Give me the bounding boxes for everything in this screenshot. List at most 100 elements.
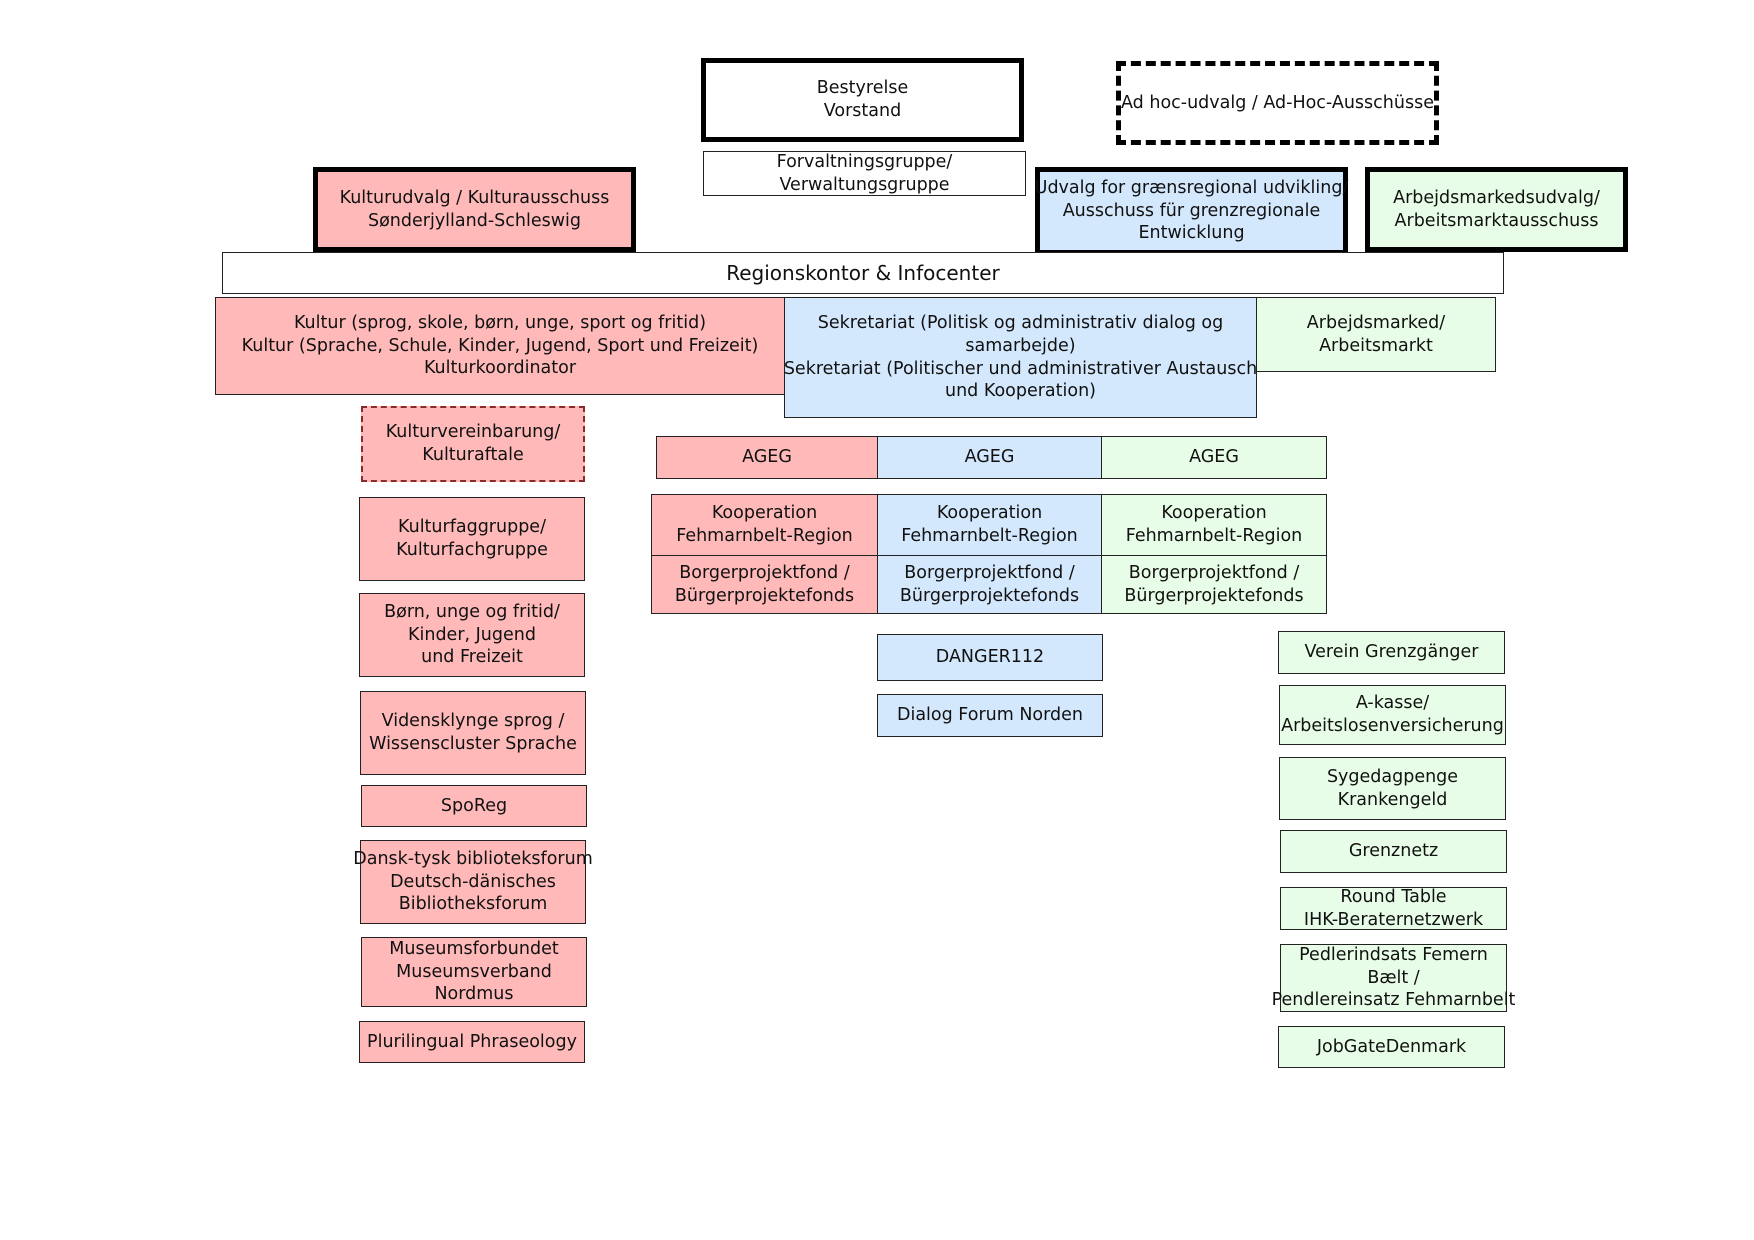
board-label-de: Vorstand <box>823 101 902 121</box>
development-committee-label-1: Udvalg for grænsregional udvikling/ <box>1034 177 1349 198</box>
culture-item-label: Vidensklynge sprog / <box>381 711 565 732</box>
culture-item-box: Dansk-tysk biblioteksforum Deutsch-dänis… <box>353 840 593 924</box>
culture-department-label-3: Kulturkoordinator <box>423 358 577 379</box>
labour-item-label: Grenznetz <box>1348 841 1439 862</box>
culture-item-label: Kulturfaggruppe/ <box>398 517 546 538</box>
culture-item-label: und Freizeit <box>421 647 523 668</box>
culture-item-label: Kulturfachgruppe <box>396 540 548 560</box>
labour-committee-box: Arbejdsmarkedsudvalg/ Arbeitsmarktaussch… <box>1365 167 1628 252</box>
kooperation-labour-box: Kooperation Fehmarnbelt-Region <box>1101 494 1327 556</box>
admin-group-label-da: Forvaltningsgruppe/ <box>776 151 953 172</box>
development-committee-label-3: Entwicklung <box>1138 223 1245 244</box>
secretariat-department-box: Sekretariat (Politisk og administrativ d… <box>784 297 1257 418</box>
labour-department-box: Arbejdsmarked/ Arbeitsmarkt <box>1256 297 1496 372</box>
development-committee-box: Udvalg for grænsregional udvikling/ Auss… <box>1035 167 1348 255</box>
culture-department-label-1: Kultur (sprog, skole, børn, unge, sport … <box>293 312 707 333</box>
ageg-label: AGEG <box>1189 447 1239 468</box>
adhoc-committees-box: Ad hoc-udvalg / Ad-Hoc-Ausschüsse <box>1116 61 1439 145</box>
labour-item-label: IHK-Beraternetzwerk <box>1303 909 1484 930</box>
admin-group-label-de: Verwaltungsgruppe <box>779 174 950 195</box>
culture-item-label: Museumsforbundet <box>389 938 559 959</box>
labour-item-box: Grenznetz <box>1280 830 1507 873</box>
labour-item-label: Round Table <box>1340 886 1447 907</box>
projektfond-secretariat-box: Borgerprojektfond / Bürgerprojektefonds <box>877 555 1102 614</box>
culture-committee-label-1: Kulturudvalg / Kulturausschuss <box>339 187 610 208</box>
kooperation-label-2: Fehmarnbelt-Region <box>901 526 1078 546</box>
kooperation-label-1: Kooperation <box>936 503 1043 524</box>
labour-item-label: Pendlereinsatz Fehmarnbelt <box>1271 990 1516 1011</box>
labour-item-label: Pedlerindsats Femern <box>1299 944 1488 965</box>
board-box: Bestyrelse Vorstand <box>701 58 1024 142</box>
ageg-culture-box: AGEG <box>656 436 878 479</box>
secretariat-item-box: DANGER112 <box>877 634 1103 681</box>
regional-office-box: Regionskontor & Infocenter <box>222 252 1504 294</box>
ageg-label: AGEG <box>742 447 792 468</box>
culture-item-label: Dansk-tysk biblioteksforum <box>353 848 593 869</box>
culture-item-box: Kulturvereinbarung/ Kulturaftale <box>361 406 585 482</box>
board-label-da: Bestyrelse <box>816 78 909 99</box>
secretariat-item-label: DANGER112 <box>935 647 1045 668</box>
kooperation-label-2: Fehmarnbelt-Region <box>1125 526 1303 546</box>
culture-item-box: Museumsforbundet Museumsverband Nordmus <box>361 937 587 1007</box>
culture-department-label-2: Kultur (Sprache, Schule, Kinder, Jugend,… <box>241 335 759 356</box>
labour-item-box: Sygedagpenge Krankengeld <box>1279 757 1506 820</box>
labour-item-box: A-kasse/ Arbeitslosenversicherung <box>1279 685 1506 745</box>
projektfond-culture-box: Borgerprojektfond / Bürgerprojektefonds <box>651 555 878 614</box>
secretariat-department-label-4: und Kooperation) <box>944 381 1096 402</box>
kooperation-culture-box: Kooperation Fehmarnbelt-Region <box>651 494 878 556</box>
projektfond-label-2: Bürgerprojektefonds <box>899 585 1080 606</box>
culture-item-label: Kulturvereinbarung/ <box>385 422 561 443</box>
labour-item-box: Round Table IHK-Beraternetzwerk <box>1280 887 1507 930</box>
labour-committee-label-1: Arbejdsmarkedsudvalg/ <box>1393 187 1600 208</box>
culture-item-label: Museumsverband <box>396 961 552 982</box>
secretariat-department-label-3: Sekretariat (Politischer und administrat… <box>783 358 1258 379</box>
labour-item-label: Krankengeld <box>1337 789 1448 810</box>
culture-item-box: Kulturfaggruppe/ Kulturfachgruppe <box>359 497 585 581</box>
secretariat-item-label: Dialog Forum Norden <box>897 705 1083 726</box>
kooperation-label-1: Kooperation <box>1161 503 1267 524</box>
culture-committee-label-2: Sønderjylland-Schleswig <box>367 210 581 231</box>
labour-committee-label-2: Arbeitsmarktausschuss <box>1394 210 1599 231</box>
culture-item-label: Kulturaftale <box>422 445 524 465</box>
labour-department-label-1: Arbejdsmarked/ <box>1306 312 1446 333</box>
culture-item-box: SpoReg <box>361 785 587 827</box>
labour-item-label: Verein Grenzgänger <box>1304 642 1479 663</box>
projektfond-label-2: Bürgerprojektefonds <box>674 585 855 606</box>
culture-item-label: Nordmus <box>434 984 514 1005</box>
labour-item-label: Arbeitslosenversicherung <box>1281 716 1504 736</box>
culture-item-label: Kinder, Jugend <box>408 624 536 645</box>
labour-item-label: A-kasse/ <box>1355 693 1430 714</box>
secretariat-department-label-1: Sekretariat (Politisk og administrativ d… <box>817 313 1224 333</box>
culture-item-label: Wissenscluster Sprache <box>369 734 577 754</box>
adhoc-label: Ad hoc-udvalg / Ad-Hoc-Ausschüsse <box>1121 92 1434 113</box>
projektfond-labour-box: Borgerprojektfond / Bürgerprojektefonds <box>1101 555 1327 614</box>
culture-department-box: Kultur (sprog, skole, børn, unge, sport … <box>215 297 785 395</box>
culture-item-label: Deutsch-dänisches <box>390 871 556 892</box>
culture-item-box: Plurilingual Phraseology <box>359 1021 585 1063</box>
culture-item-label: SpoReg <box>440 795 508 816</box>
labour-item-box: JobGateDenmark <box>1278 1026 1505 1068</box>
regional-office-label: Regionskontor & Infocenter <box>726 261 1000 285</box>
projektfond-label-2: Bürgerprojektefonds <box>1124 585 1304 606</box>
projektfond-label-1: Borgerprojektfond / <box>1128 562 1300 583</box>
culture-item-box: Vidensklynge sprog / Wissenscluster Spra… <box>360 691 586 775</box>
projektfond-label-1: Borgerprojektfond / <box>679 562 850 583</box>
ageg-secretariat-box: AGEG <box>877 436 1102 479</box>
labour-item-box: Pedlerindsats Femern Bælt / Pendlereinsa… <box>1272 944 1515 1012</box>
development-committee-label-2: Ausschuss für grenzregionale <box>1062 200 1321 221</box>
ageg-label: AGEG <box>964 447 1015 468</box>
secretariat-item-box: Dialog Forum Norden <box>877 694 1103 737</box>
kooperation-label-2: Fehmarnbelt-Region <box>676 526 853 546</box>
culture-committee-box: Kulturudvalg / Kulturausschuss Sønderjyl… <box>313 167 636 252</box>
labour-item-box: Verein Grenzgänger <box>1278 631 1505 674</box>
culture-item-label: Plurilingual Phraseology <box>367 1031 577 1052</box>
labour-item-label: JobGateDenmark <box>1316 1036 1467 1057</box>
labour-item-label: Sygedagpenge <box>1326 766 1459 787</box>
culture-item-label: Bibliotheksforum <box>398 894 548 915</box>
admin-group-box: Forvaltningsgruppe/ Verwaltungsgruppe <box>703 151 1026 196</box>
culture-item-label: Børn, unge og fritid/ <box>384 601 560 622</box>
ageg-labour-box: AGEG <box>1101 436 1327 479</box>
secretariat-department-label-2: samarbejde) <box>965 335 1076 356</box>
projektfond-label-1: Borgerprojektfond / <box>904 562 1075 583</box>
labour-department-label-2: Arbeitsmarkt <box>1319 335 1433 356</box>
